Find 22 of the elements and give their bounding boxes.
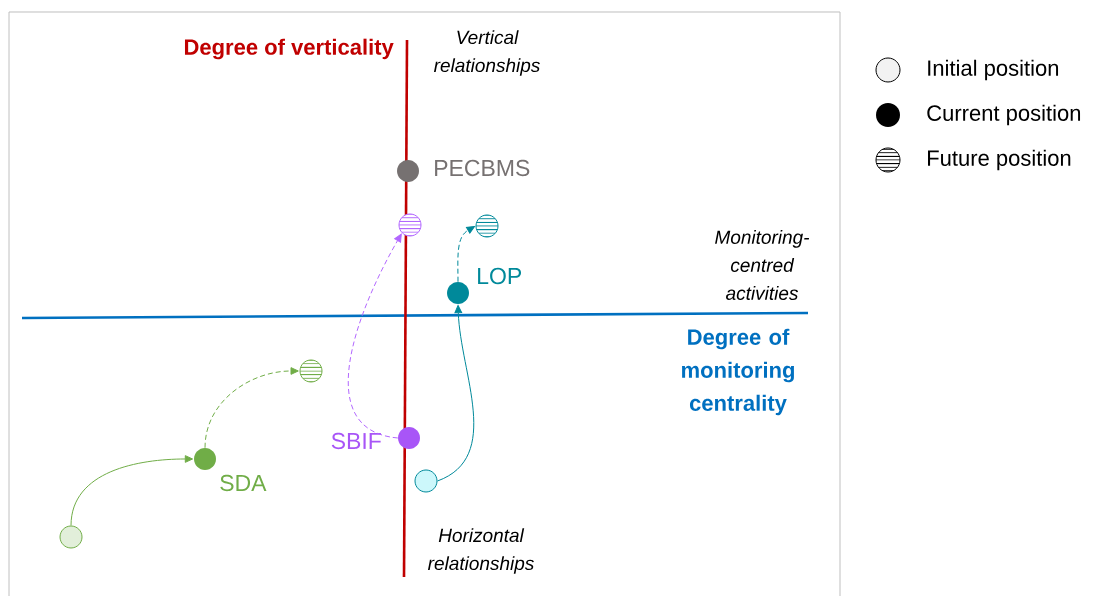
arrow xyxy=(70,455,194,526)
arrow xyxy=(437,304,475,482)
future-position-circle xyxy=(299,359,323,383)
axis-title: Degree of monitoring centrality xyxy=(682,328,794,416)
axis-end-label: Monitoring-centred activities xyxy=(715,230,810,300)
arrow xyxy=(457,226,475,283)
legend-label: Initial position xyxy=(928,59,1059,81)
legend-label: Current position xyxy=(927,104,1081,126)
arrow xyxy=(347,233,402,439)
axis-end-label: Vertical relationships xyxy=(434,30,540,76)
future-position-circle xyxy=(398,213,422,237)
arrow xyxy=(204,367,299,449)
axis-title: Degree of verticality xyxy=(184,38,394,60)
axis-end-label: Horizontal relationships xyxy=(428,528,534,574)
initial-position-circle xyxy=(59,525,83,549)
position-label: SBIF xyxy=(331,432,381,450)
position-label: SDA xyxy=(220,474,267,492)
position-label: PECBMS xyxy=(435,159,530,177)
future-position-circle xyxy=(475,214,499,238)
legend-label: Future position xyxy=(928,149,1071,171)
position-label: LOP xyxy=(478,267,521,285)
initial-position-circle xyxy=(414,469,438,493)
